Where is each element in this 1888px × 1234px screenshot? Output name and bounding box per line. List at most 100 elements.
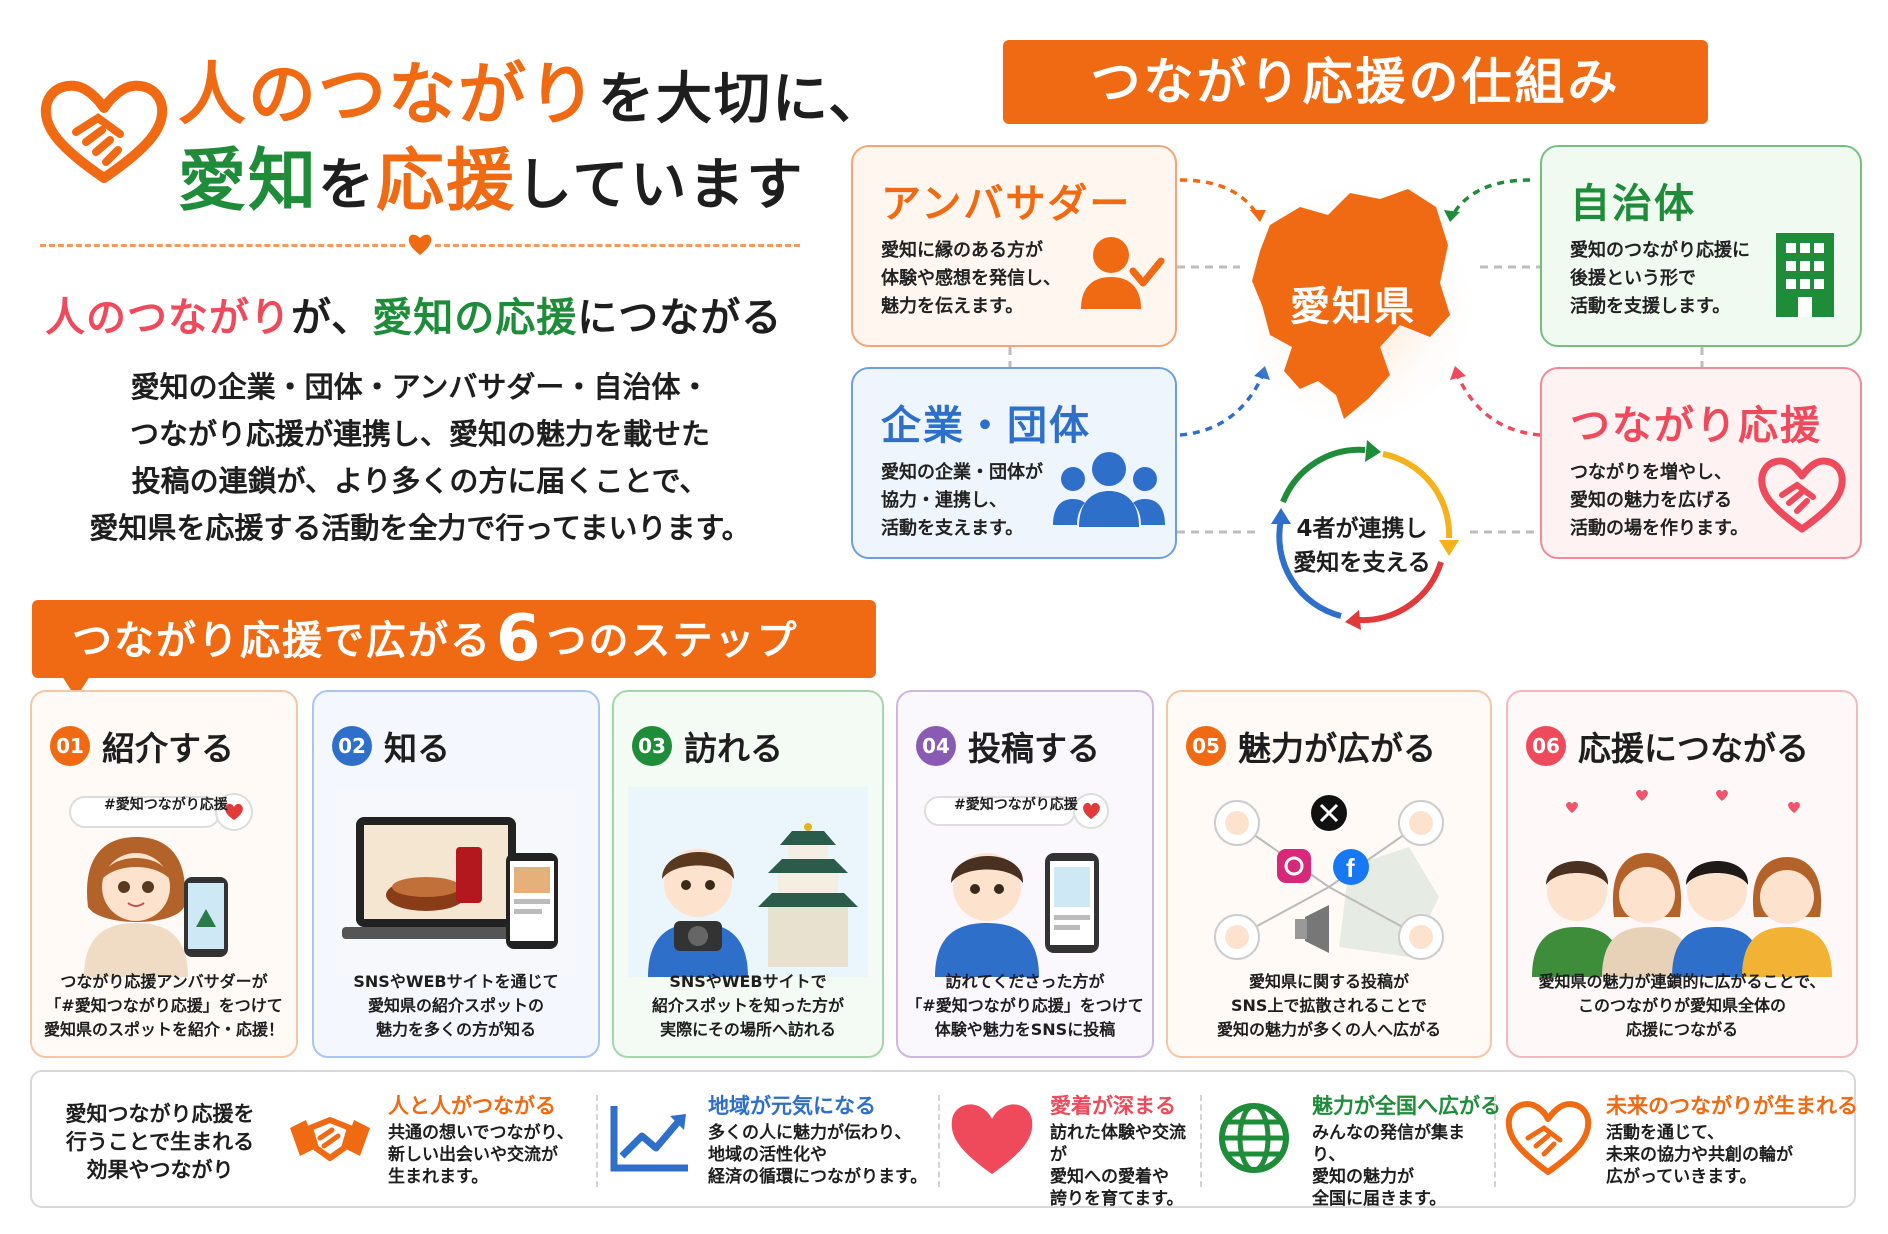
tagline-part: 人のつながり [45,295,291,341]
step-title: 投稿する [968,729,1100,768]
trend-chart-icon [610,1106,688,1172]
effect-desc: 共通の想いでつながり、 新しい出会いや交流が 生まれます。 [388,1123,574,1187]
intro-text: 愛知の企業・団体・アンバサダー・自治体・ つながり応援が連携し、愛知の魅力を載せ… [60,364,780,552]
hashtag-label: #愛知つながり応援 [954,797,1078,813]
step-title: 魅力が広がる [1238,729,1436,768]
sns-spread-illustration: f [1214,795,1444,960]
step-desc: 訪れてくださった方が 「#愛知つながり応援」をつけて 体験や魅力をSNSに投稿 [906,972,1144,1039]
hero-title-text: を [318,153,377,218]
step-desc: SNSやWEBサイトで 紹介スポットを知った方が 実際にその場所へ訪れる [651,972,844,1039]
step-title: 訪れる [684,729,783,768]
heart-icon [406,230,434,258]
building-icon [1776,233,1834,317]
globe-icon [1219,1103,1289,1173]
step-number: 05 [1186,726,1226,766]
step-desc: つながり応援アンバサダーが 「#愛知つながり応援」をつけて 愛知県のスポットを紹… [43,972,284,1039]
effect-desc: 活動を通じて、 未来の協力や共創の輪が 広がっていきます。 [1606,1123,1793,1187]
steps-banner-text: つながり応援で広がる [72,618,492,664]
step-desc: 愛知県に関する投稿が SNS上で拡散されることで 愛知の魅力が多くの人へ広がる [1216,972,1441,1039]
steps-banner-text: つのステップ [546,618,799,664]
card-title: つながり応援 [1570,403,1822,449]
hero-title-keyword-support: 応援 [376,142,517,221]
card-support: つながり応援 つながりを増やし、 愛知の魅力を広げる 活動の場を作ります。 [1540,367,1862,559]
effect-region-energized: 地域が元気になる 多くの人に魅力が伝わり、 地域の活性化や 経済の循環につながり… [606,1090,936,1190]
aichi-label: 愛知県 [1290,284,1416,330]
step-desc: SNSやWEBサイトを通じて 愛知県の紹介スポットの 魅力を多くの方が知る [353,972,559,1039]
effects-lead: 愛知つながり応援を 行うことで生まれる 効果やつながり [65,1102,255,1182]
posting-illustration [924,793,1109,977]
hero-title-keyword-aichi: 愛知 [178,142,319,221]
heart-handshake-icon [1758,457,1846,533]
group-icon [1053,452,1165,527]
laptop-phone-illustration [336,787,576,977]
effect-desc: みんなの発信が集まり、 愛知の魅力が 全国に届きます。 [1312,1123,1465,1209]
step-card-03: 03 訪れる SNSやWEBサイトで 紹介スポットを知った方が 実際にその場所へ… [612,690,884,1058]
effect-title: 人と人がつながる [388,1094,556,1118]
effect-title: 魅力が全国へ広がる [1312,1094,1501,1118]
step-card-06: 06 応援につながる 愛知県の魅力が連鎖的に広がることで、 このつながりが愛知県… [1506,690,1858,1058]
step-desc: 愛知県の魅力が連鎖的に広がることで、 このつながりが愛知県全体の 応援につながる [1538,972,1826,1039]
heart-icon [951,1104,1033,1174]
step-title: 応援につながる [1578,729,1809,768]
handshake-icon [290,1117,370,1161]
step-number: 04 [916,726,956,766]
step-card-02: 02 知る SNSやWEBサイトを通じて 愛知県の紹介スポットの 魅力を多くの方… [312,690,600,1058]
card-title: 企業・団体 [881,403,1091,449]
hashtag-label: #愛知つながり応援 [104,797,228,813]
cycle-label-line: 4者が連携し [1296,516,1428,542]
ambassador-illustration [69,793,253,977]
card-corporate: 企業・団体 愛知の企業・団体が 協力・連携し、 活動を支えます。 [851,367,1177,559]
step-title: 知る [384,729,450,768]
person-check-icon [1081,237,1165,309]
card-desc: 愛知のつながり応援に 後援という形で 活動を支援します。 [1570,240,1750,317]
card-ambassador: アンバサダー 愛知に縁のある方が 体験や感想を発信し、 魅力を伝えます。 [851,145,1177,347]
effect-nationwide-spread: 魅力が全国へ広がる みんなの発信が集まり、 愛知の魅力が 全国に届きます。 [1210,1090,1501,1209]
card-desc: 愛知に縁のある方が 体験や感想を発信し、 魅力を伝えます。 [881,240,1061,317]
hero-title: 人のつながりを大切に、 愛知を応援しています [178,55,886,227]
hero-title-keyword-connection: 人のつながり [178,56,599,135]
step-title: 紹介する [102,729,234,768]
effect-title: 愛着が深まる [1050,1094,1176,1118]
step-card-01: 01 紹介する #愛知つながり応援 つながり応援アンバサダーが 「#愛知つながり… [30,690,298,1058]
effect-people-connect: 人と人がつながる 共通の想いでつながり、 新しい出会いや交流が 生まれます。 [286,1090,586,1190]
cycle-label-line: 愛知を支える [1293,550,1431,576]
tagline: 人のつながりが、愛知の応援につながる [45,285,782,343]
step-number: 06 [1526,726,1566,766]
castle-visit-illustration [628,787,868,977]
card-desc: 愛知の企業・団体が 協力・連携し、 活動を支えます。 [881,462,1043,539]
cycle-arrows [1271,440,1459,630]
effect-title: 未来のつながりが生まれる [1606,1094,1858,1118]
effects-separator [938,1095,940,1187]
step-card-05: 05 魅力が広がる f 愛知県に関する投稿が SNS上で拡散されることで 愛知の… [1166,690,1492,1058]
card-title: 自治体 [1570,181,1696,227]
intro-line: つながり応援が連携し、愛知の魅力を載せた [129,417,710,451]
effects-separator [596,1095,598,1187]
aichi-map [1240,185,1470,427]
effect-desc: 多くの人に魅力が伝わり、 地域の活性化や 経済の循環につながります。 [708,1123,928,1187]
effect-title: 地域が元気になる [708,1094,876,1118]
step-number: 01 [50,726,90,766]
step-number: 02 [332,726,372,766]
heart-hands-icon [1505,1101,1592,1175]
intro-line: 愛知県を応援する活動を全力で行ってまいります。 [89,511,751,545]
mechanism-banner: つながり応援の仕組み [1003,40,1708,124]
hero-title-text: を大切に、 [598,67,887,132]
effects-panel [30,1070,1856,1208]
steps-banner-number: 6 [496,602,543,676]
effect-attachment-deepens: 愛着が深まる 訪れた体験や交流が 愛知への愛着や 誇りを育てます。 [948,1090,1198,1209]
group-celebration-illustration [1532,789,1832,977]
hero-title-text: しています [516,153,805,218]
tagline-part: が、 [291,295,373,341]
effect-desc: 訪れた体験や交流が 愛知への愛着や 誇りを育てます。 [1050,1123,1186,1209]
tagline-part: につながる [577,295,783,341]
step-card-04: 04 投稿する #愛知つながり応援 訪れてくださった方が 「#愛知つながり応援」… [896,690,1154,1058]
effects-separator [1200,1095,1202,1187]
card-desc: つながりを増やし、 愛知の魅力を広げる 活動の場を作ります。 [1570,462,1749,539]
card-government: 自治体 愛知のつながり応援に 後援という形で 活動を支援します。 [1540,145,1862,347]
step-number: 03 [632,726,672,766]
svg-text:f: f [1346,853,1355,883]
intro-line: 投稿の連鎖が、より多くの方に届くことで、 [131,464,709,498]
intro-line: 愛知の企業・団体・アンバサダー・自治体・ [130,370,710,404]
heart-handshake-logo [40,80,168,183]
card-title: アンバサダー [881,181,1132,227]
